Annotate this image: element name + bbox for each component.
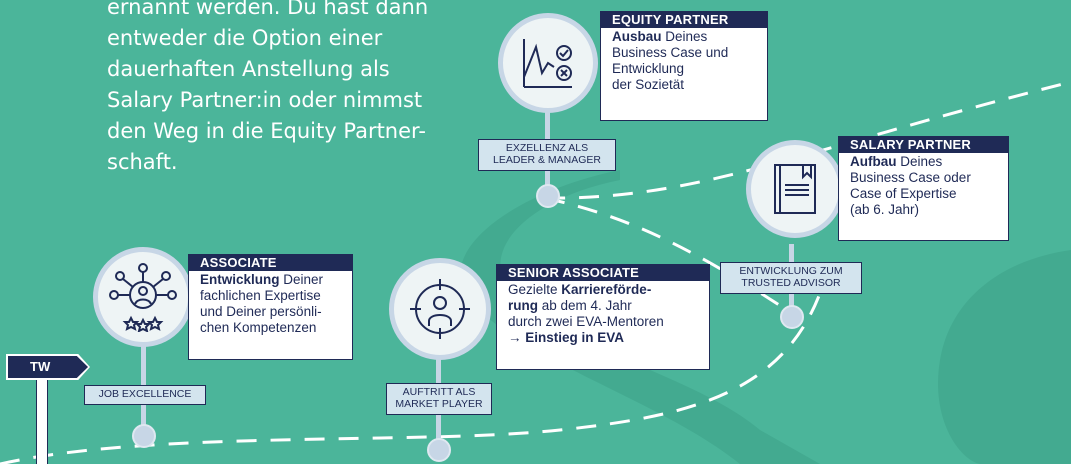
pin-dot	[132, 424, 156, 448]
intro-line: den Weg in die Equity Partner-	[107, 119, 426, 143]
tag-line: MARKET PLAYER	[395, 398, 483, 410]
card-text: Business Case und	[612, 45, 729, 60]
card-text: Case of Expertise	[850, 186, 957, 201]
card-highlight: Entwicklung	[200, 272, 280, 287]
salary-partner-card: SALARY PARTNER Aufbau Deines Business Ca…	[838, 136, 1009, 241]
associate-card: ASSOCIATE Entwicklung Deiner fachlichen …	[188, 254, 353, 360]
pin-dot	[536, 184, 560, 208]
card-text: chen Kompetenzen	[200, 320, 317, 335]
intro-text: ernannt werden. Du hast dann entweder di…	[107, 0, 467, 178]
associate-tag: JOB EXCELLENCE	[84, 385, 206, 405]
intro-line: Salary Partner:in oder nimmst	[107, 88, 423, 112]
card-text: fachlichen Expertise	[200, 288, 321, 303]
pin-dot	[427, 438, 451, 462]
card-text: Gezielte	[508, 282, 562, 297]
intro-line: entweder die Option einer	[107, 26, 383, 50]
card-highlight: Ausbau	[612, 29, 662, 44]
card-text: Deines	[896, 154, 943, 169]
intro-line: ernannt werden. Du hast dann	[107, 0, 429, 19]
tag-line: EXZELLENZ ALS	[505, 142, 589, 154]
equity-partner-card: EQUITY PARTNER Ausbau Deines Business Ca…	[600, 11, 768, 121]
card-text: Business Case oder	[850, 170, 971, 185]
tag-line: ENTWICKLUNG ZUM	[739, 265, 843, 277]
card-highlight: Aufbau	[850, 154, 897, 169]
signpost-label: TW	[8, 356, 88, 378]
card-text: Deiner	[279, 272, 324, 287]
signpost-pole	[36, 366, 48, 464]
card-text: und Deiner persönli-	[200, 304, 322, 319]
card-title: SALARY PARTNER	[839, 137, 1008, 153]
senior-associate-card: SENIOR ASSOCIATE Gezielte Karriereförde-…	[496, 264, 710, 370]
network-people-stars-icon	[93, 247, 193, 347]
card-text: (ab 6. Jahr)	[850, 202, 920, 217]
pin-stem	[141, 330, 146, 430]
card-highlight: Karriereförde-	[561, 282, 652, 297]
card-text: Entwicklung	[612, 61, 685, 76]
tag-line: TRUSTED ADVISOR	[741, 277, 841, 289]
tag-line: LEADER & MANAGER	[493, 154, 601, 166]
card-text: ab dem 4. Jahr	[538, 298, 632, 313]
card-title: ASSOCIATE	[189, 255, 352, 271]
chart-check-cross-icon	[498, 13, 598, 113]
card-title: EQUITY PARTNER	[601, 12, 767, 28]
card-body: Ausbau Deines Business Case und Entwickl…	[601, 28, 767, 96]
tag-line: AUFTRITT ALS	[402, 386, 476, 398]
equity-partner-tag: EXZELLENZ ALS LEADER & MANAGER	[478, 139, 616, 171]
pin-dot	[780, 305, 804, 329]
card-body: Aufbau Deines Business Case oder Case of…	[839, 153, 1008, 221]
senior-associate-tag: AUFTRITT ALS MARKET PLAYER	[386, 383, 492, 415]
card-highlight: rung	[508, 298, 538, 313]
card-body: Entwicklung Deiner fachlichen Expertise …	[189, 271, 352, 339]
intro-line: dauerhaften Anstellung als	[107, 57, 390, 81]
card-text: Deines	[661, 29, 708, 44]
card-highlight: → Einstieg in EVA	[508, 330, 625, 345]
book-icon	[746, 140, 844, 238]
target-person-icon	[389, 258, 491, 360]
card-body: Gezielte Karriereförde- rung ab dem 4. J…	[497, 281, 709, 349]
card-text: durch zwei EVA-Mentoren	[508, 314, 664, 329]
intro-line: schaft.	[107, 150, 178, 174]
salary-partner-tag: ENTWICKLUNG ZUM TRUSTED ADVISOR	[720, 262, 862, 294]
card-title: SENIOR ASSOCIATE	[497, 265, 709, 281]
card-text: der Sozietät	[612, 77, 685, 92]
